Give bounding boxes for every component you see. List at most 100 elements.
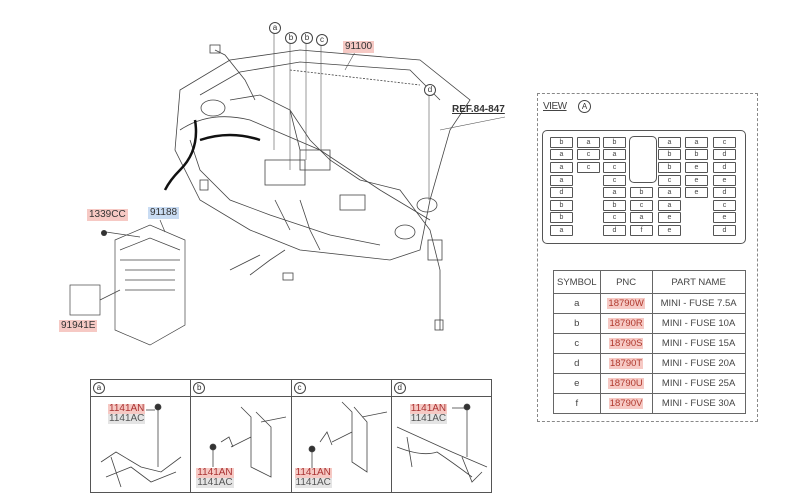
- fuse-slot: a: [603, 149, 626, 160]
- fuse-slot: d: [713, 149, 736, 160]
- fuse-slot: c: [603, 162, 626, 173]
- fuse-slot: f: [630, 225, 653, 236]
- part-label-1339cc: 1339CC: [87, 209, 128, 221]
- part-label-91941e: 91941E: [59, 320, 98, 332]
- part-name-cell: MINI - FUSE 10A: [651, 313, 746, 334]
- fuse-slot: b: [603, 137, 626, 148]
- table-row: f 18790V MINI - FUSE 30A: [553, 393, 746, 414]
- pnc-cell: 18790S: [599, 333, 653, 354]
- fuse-slot: c: [577, 162, 600, 173]
- fuse-slot: d: [713, 187, 736, 198]
- table-row: e 18790U MINI - FUSE 25A: [553, 373, 746, 394]
- fuse-slot: a: [550, 149, 573, 160]
- dashboard-wiring-drawing: [69, 33, 506, 346]
- fuse-slot: b: [550, 200, 573, 211]
- pnc-link[interactable]: 18790T: [608, 358, 644, 369]
- detail-drawing: [396, 403, 487, 483]
- fuse-slot: e: [685, 187, 708, 198]
- detail-drawing: [100, 403, 182, 488]
- parts-table: SYMBOL PNC PART NAME a 18790W MINI - FUSE …: [553, 270, 746, 414]
- fuse-slot: b: [658, 162, 681, 173]
- pnc-link[interactable]: 18790R: [608, 318, 644, 329]
- header-symbol: SYMBOL: [553, 270, 601, 294]
- fuse-slot: a: [685, 137, 708, 148]
- detail-panel-b: b 1141AN 1141AC: [191, 380, 292, 492]
- ref-label: REF.84-847: [452, 104, 505, 115]
- symbol-cell: a: [553, 293, 601, 314]
- symbol-cell: e: [553, 373, 601, 394]
- fuse-slot: c: [630, 200, 653, 211]
- callout-b: b: [285, 32, 297, 44]
- view-marker: A: [578, 100, 591, 113]
- fuse-slot: c: [658, 175, 681, 186]
- fuse-slot: b: [603, 200, 626, 211]
- header-part-name: PART NAME: [651, 270, 746, 294]
- fuse-slot: e: [685, 175, 708, 186]
- part-label-1141an: 1141AN: [108, 403, 146, 414]
- fuse-slot: a: [550, 175, 573, 186]
- table-row: b 18790R MINI - FUSE 10A: [553, 313, 746, 334]
- symbol-cell: f: [553, 393, 601, 414]
- fuse-slot: e: [658, 225, 681, 236]
- fuse-slot: b: [658, 149, 681, 160]
- detail-marker: a: [93, 382, 105, 394]
- detail-drawing: [209, 406, 287, 478]
- fuse-slot: b: [685, 149, 708, 160]
- part-label-1141ac: 1141AC: [196, 477, 234, 488]
- part-name-cell: MINI - FUSE 20A: [651, 353, 746, 374]
- detail-marker: b: [193, 382, 206, 394]
- detail-panels: a 1141AN 1141AC b 1141AN 1141AC c 1141AN…: [90, 379, 492, 493]
- detail-drawing: [308, 401, 387, 473]
- fuse-slot: b: [550, 137, 573, 148]
- part-label-91100: 91100: [343, 41, 375, 53]
- pnc-link[interactable]: 18790W: [607, 298, 645, 309]
- fuse-slot: c: [603, 212, 626, 223]
- pnc-link[interactable]: 18790V: [608, 398, 644, 409]
- part-label-1141an: 1141AN: [409, 403, 448, 414]
- fuse-slot: b: [630, 187, 653, 198]
- part-label-1141an: 1141AN: [294, 467, 332, 478]
- part-name-cell: MINI - FUSE 7.5A: [651, 293, 746, 314]
- symbol-cell: d: [553, 353, 601, 374]
- detail-marker: c: [293, 382, 306, 394]
- pnc-link[interactable]: 18790U: [608, 378, 644, 389]
- fuse-slot: d: [550, 187, 573, 198]
- pnc-cell: 18790U: [599, 373, 653, 394]
- fuse-slot: a: [603, 187, 626, 198]
- fuse-box-layout: [542, 130, 746, 244]
- detail-panel-a: a 1141AN 1141AC: [91, 380, 192, 492]
- callout-a: a: [269, 22, 281, 34]
- fuse-slot: e: [658, 212, 681, 223]
- fuse-slot: d: [713, 162, 736, 173]
- callout-b: b: [301, 32, 313, 44]
- pnc-link[interactable]: 18790S: [608, 338, 644, 349]
- fuse-slot: c: [577, 149, 600, 160]
- fuse-slot: d: [603, 225, 626, 236]
- fuse-slot: a: [550, 162, 573, 173]
- detail-marker: d: [393, 382, 406, 394]
- table-row: a 18790W MINI - FUSE 7.5A: [553, 293, 746, 314]
- part-label-1141an: 1141AN: [196, 467, 234, 478]
- fuse-slot: a: [658, 137, 681, 148]
- part-name-cell: MINI - FUSE 15A: [651, 333, 746, 354]
- view-title: VIEW: [543, 101, 567, 112]
- pnc-cell: 18790V: [599, 393, 653, 414]
- part-name-cell: MINI - FUSE 30A: [651, 393, 746, 414]
- symbol-cell: c: [553, 333, 601, 354]
- fuse-slot: c: [713, 137, 736, 148]
- pnc-cell: 18790W: [599, 293, 653, 314]
- part-label-1141ac: 1141AC: [108, 413, 146, 424]
- callout-d: d: [424, 84, 436, 96]
- part-label-91188: 91188: [148, 207, 180, 219]
- part-label-1141ac: 1141AC: [409, 413, 448, 424]
- fuse-slot: c: [603, 175, 626, 186]
- view-a-panel: [537, 93, 758, 422]
- header-pnc: PNC: [599, 270, 653, 294]
- fuse-slot: a: [577, 137, 600, 148]
- fuse-slot: d: [713, 225, 736, 236]
- symbol-cell: b: [553, 313, 601, 334]
- fuse-slot: a: [658, 200, 681, 211]
- detail-panel-c: c 1141AN 1141AC: [291, 380, 392, 492]
- part-name-cell: MINI - FUSE 25A: [651, 373, 746, 394]
- relay-slot: [629, 136, 657, 183]
